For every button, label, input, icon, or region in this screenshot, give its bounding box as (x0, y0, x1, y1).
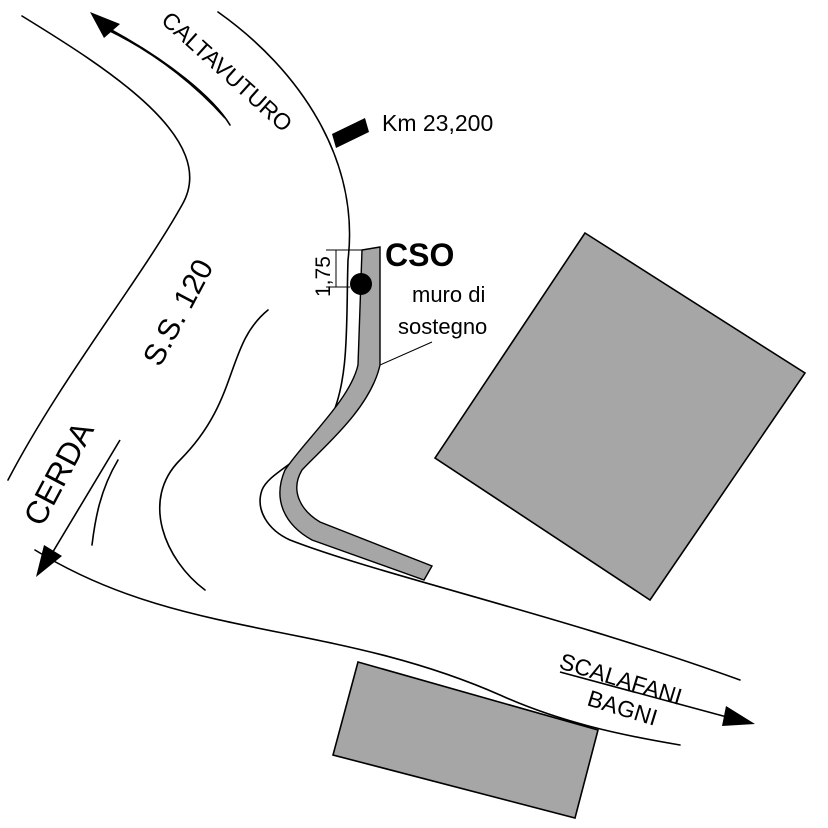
road-inner-edge-south (34, 549, 681, 746)
retaining-wall (279, 246, 434, 581)
distance-label: 1,75 (312, 256, 335, 297)
road-island (158, 309, 269, 591)
station-label: CSO (385, 237, 454, 273)
arrow-caltavuturo (90, 12, 226, 119)
wall-label-line2: sostegno (398, 314, 487, 339)
km-marker (332, 118, 369, 148)
road-lane-line-south (91, 459, 119, 546)
wall-label-line1: muro di (412, 282, 485, 307)
arrow-scalafani (559, 671, 755, 726)
destination-cerda: CERDA (16, 415, 101, 531)
distance-dimension (326, 249, 362, 288)
station-point (350, 273, 372, 295)
road-outer-edge-west (7, 15, 191, 481)
km-marker-label: Km 23,200 (382, 110, 493, 136)
building-large (433, 231, 807, 602)
arrow-cerda (36, 439, 121, 577)
road-name: S.S. 120 (137, 254, 220, 371)
building-small (332, 661, 599, 819)
wall-label-leader (379, 341, 433, 366)
